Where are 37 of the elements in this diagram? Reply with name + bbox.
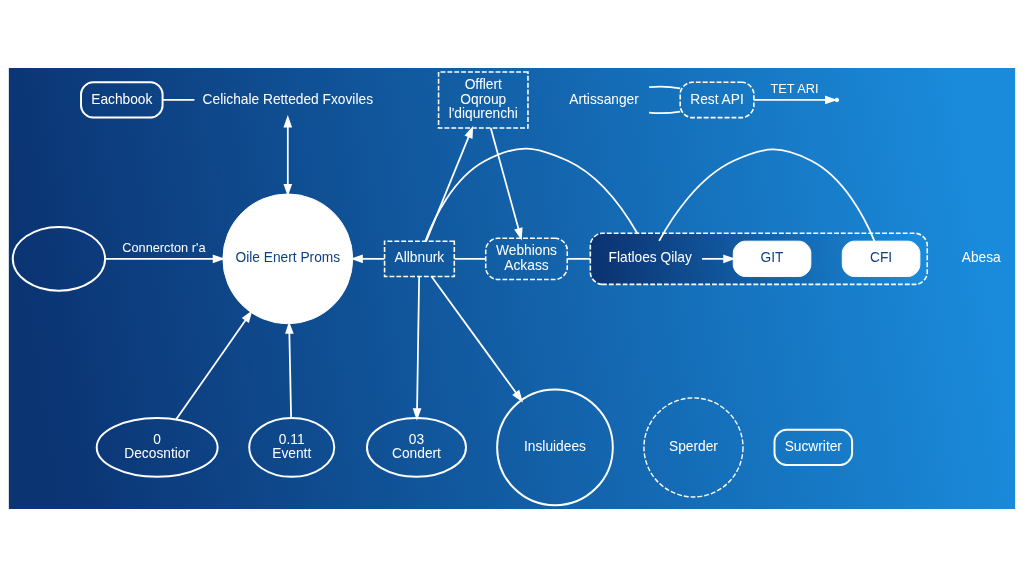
connector <box>648 110 682 114</box>
connector <box>658 148 876 242</box>
node-box: Allbnurk <box>383 239 456 277</box>
arrow <box>104 254 226 263</box>
connector <box>161 98 196 101</box>
connector <box>566 257 592 260</box>
node-box: Sucwriter <box>773 428 854 466</box>
arrow <box>283 114 293 196</box>
arrow <box>285 320 294 419</box>
node-text: Flatloes Qilay <box>608 249 692 265</box>
arrow <box>175 309 253 421</box>
edge-label: TET ARI <box>770 80 819 96</box>
node-text: Celichale Retteded Fxoviles <box>202 91 374 107</box>
node-box: CFI <box>841 240 921 277</box>
arrow <box>489 126 523 240</box>
label: Abesa <box>961 249 1001 265</box>
node-box: GIT <box>732 240 812 277</box>
node-box: Rest API <box>679 80 755 118</box>
node-ellipse: 03 Condert <box>365 416 467 478</box>
connector <box>453 257 487 260</box>
node-box: Offlert Oqroup l'diqurenchi <box>437 70 529 129</box>
node-circle: Sperder <box>643 396 744 498</box>
arrow <box>753 95 838 104</box>
arrow <box>701 254 736 263</box>
arrow <box>350 254 386 263</box>
arrow <box>425 125 474 242</box>
arrow <box>430 275 523 402</box>
node-cloud <box>11 225 107 292</box>
node-box: Eachbook <box>80 80 164 119</box>
connector <box>424 147 639 242</box>
node-text: Artissanger <box>569 91 639 107</box>
edge-label: Connercton r'a <box>122 239 206 255</box>
node-ellipse: 0 Decosntior <box>95 416 219 478</box>
arrow <box>412 275 422 421</box>
node-box: Webhions Ackass <box>484 236 569 280</box>
connector <box>648 85 682 89</box>
node-ellipse: 0.11 Eventt <box>248 416 336 478</box>
